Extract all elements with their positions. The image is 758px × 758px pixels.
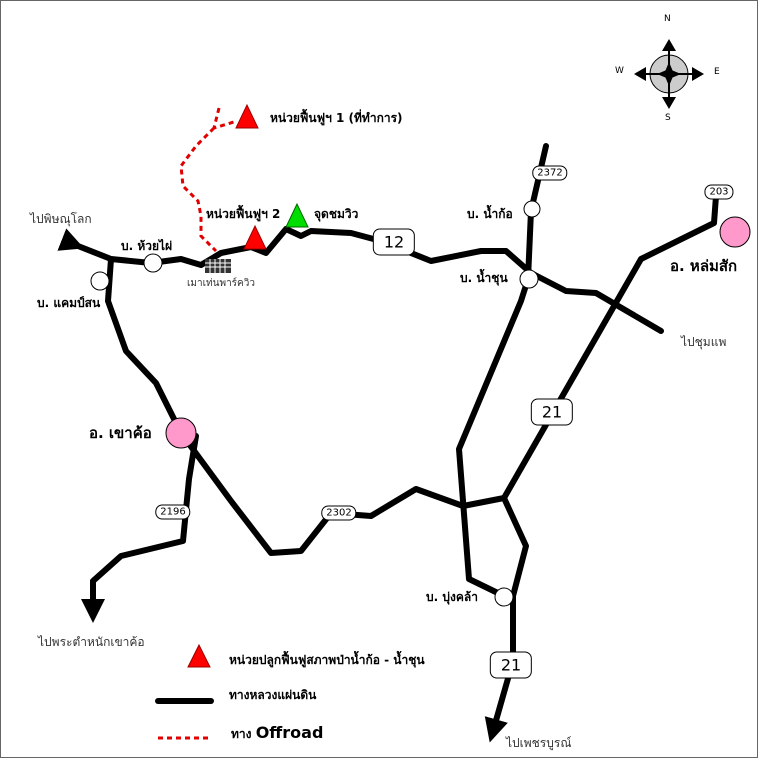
legend-offroad-label: ทาง Offroad [231,725,323,741]
legend-unit-label: หน่วยปลูกฟื้นฟูสภาพป่าน้ำก้อ - น้ำชุน [229,653,425,667]
offroad-trail [179,107,238,253]
village-huai-phai: บ. ห้วยไผ่ [121,239,173,253]
direction-phitsanulok: ไปพิษณุโลก [30,212,92,226]
village-bung-khla: บ. บุ่งคล้า [426,590,478,604]
highway-21 [484,193,719,743]
route-21-shield: 21 [530,398,574,426]
route-2302-shield: 2302 [321,505,357,521]
viewpoint-triangle-icon [285,202,309,228]
unit2-label: หน่วยฟื้นฟูฯ 2 [206,207,281,221]
village-markers [90,200,541,607]
legend-offroad-prefix: ทาง [231,727,252,741]
compass-n: N [664,14,671,24]
compass-icon [634,39,704,109]
district-lom-sak-marker [719,216,751,248]
legend-offroad-word: Offroad [255,723,324,742]
direction-phetchabun: ไปเพชรบูรณ์ [506,736,572,750]
route-21-south-shield: 21 [489,651,533,679]
highway-2302 [105,256,507,556]
resort-building-icon [205,259,231,273]
route-2372-shield: 2372 [532,165,568,181]
highway-2196 [81,433,199,623]
unit2-triangle-icon [243,224,267,250]
compass-w: W [615,66,624,76]
route-2196-shield: 2196 [155,504,191,520]
district-khao-kho-marker [165,417,197,449]
legend-highway-label: ทางหลวงแผ่นดิน [229,688,317,702]
unit1-label: หน่วยฟื้นฟูฯ 1 (ที่ทำการ) [270,111,403,125]
resort-label: เมาเท่นพาร์ควิว [187,278,255,289]
unit1-triangle-icon [235,103,259,129]
route-12-shield: 12 [372,228,416,256]
viewpoint-label: จุดชมวิว [314,207,359,221]
village-nam-ko: บ. น้ำก้อ [467,207,513,221]
compass-s: S [665,113,671,123]
district-khao-kho: อ. เขาค้อ [89,424,152,442]
district-lom-sak: อ. หล่มสัก [670,257,738,275]
compass-e: E [714,67,720,77]
legend-triangle-icon [187,643,211,668]
route-203-shield: 203 [704,184,734,200]
direction-phra-tamnak: ไปพระตำหนักเขาค้อ [38,635,145,649]
direction-chum-phae: ไปชุมแพ [681,335,727,349]
village-nam-chun: บ. น้ำชุน [460,271,508,285]
village-khaem-son: บ. แคมป์สน [37,296,101,310]
